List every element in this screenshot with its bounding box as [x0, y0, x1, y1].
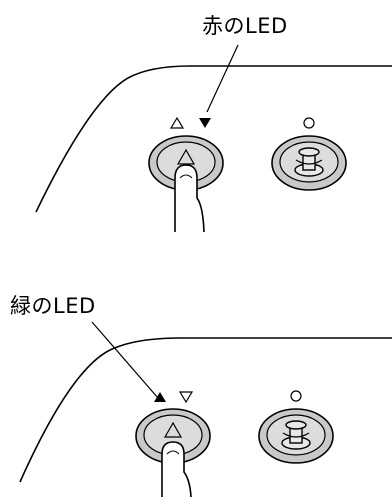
leader-line-top [206, 44, 239, 113]
red-led-label: 赤のLED [202, 14, 288, 38]
led-up-filled-icon [154, 392, 166, 402]
up-button-icon[interactable] [148, 135, 224, 191]
bottom-panel-diagram [19, 321, 392, 497]
leader-line-bottom [91, 321, 159, 399]
green-led-label: 緑のLED [10, 294, 96, 318]
led-circle-icon [290, 390, 302, 402]
led-down-filled-icon [199, 118, 211, 128]
led-circle-icon [303, 117, 315, 129]
device-edge-top [35, 65, 392, 213]
device-edge-bottom [19, 337, 392, 483]
pointing-finger-icon [161, 441, 192, 497]
led-up-outline-icon [169, 116, 185, 129]
top-panel-diagram [35, 44, 392, 233]
pointing-finger-icon [174, 164, 205, 233]
led-down-outline-icon [178, 391, 194, 404]
tape-reel-button-icon[interactable] [271, 135, 347, 191]
tape-reel-button-icon[interactable] [258, 408, 334, 464]
